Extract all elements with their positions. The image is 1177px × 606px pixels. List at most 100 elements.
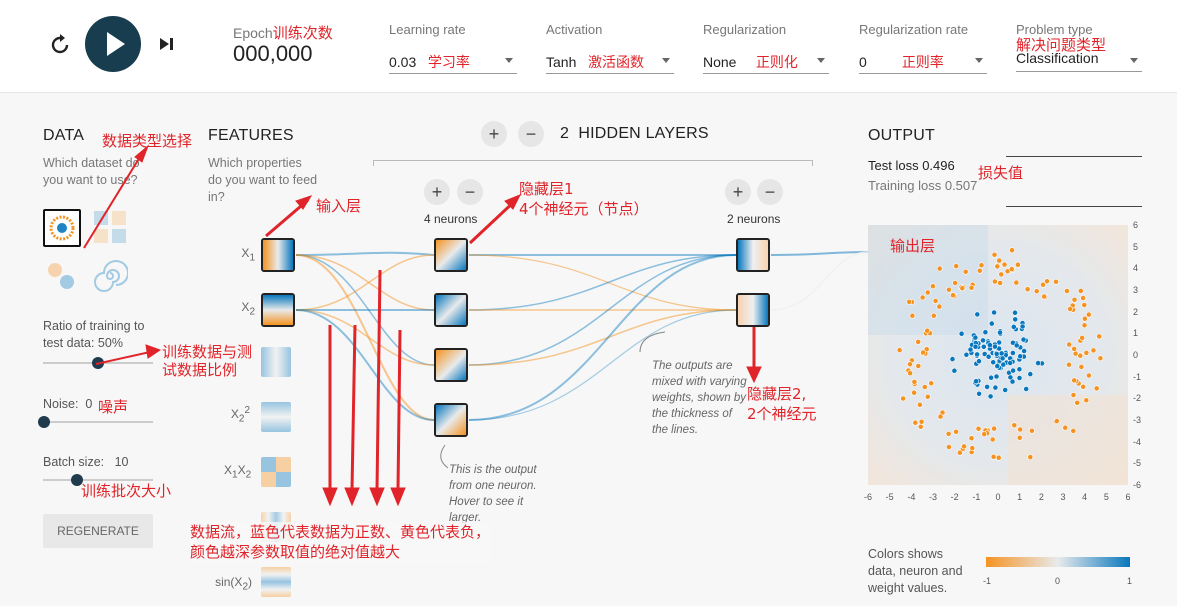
link — [295, 309, 435, 366]
hidden-neuron[interactable] — [434, 348, 468, 382]
ratio-slider-knob[interactable] — [92, 357, 104, 369]
data-point — [991, 309, 997, 316]
link — [295, 254, 435, 311]
data-point — [1009, 247, 1015, 254]
data-point — [992, 343, 998, 350]
hidden-neuron[interactable] — [434, 403, 468, 437]
data-point — [980, 343, 987, 350]
regularization-rate-value[interactable]: 0 正则率 — [859, 52, 987, 74]
feature-x1-squared[interactable] — [261, 347, 291, 377]
data-point — [953, 263, 960, 269]
batch-slider-knob[interactable] — [71, 474, 83, 486]
feature-label-x1x2: X1X2 — [224, 463, 252, 481]
neuron-output-marker — [466, 307, 468, 315]
data-point — [993, 373, 1000, 380]
play-icon — [107, 32, 125, 56]
output-layer-annotation: 输出层 — [890, 237, 936, 255]
data-point — [997, 280, 1003, 286]
activation-select[interactable]: Activation Tanh 激活函数 — [546, 22, 674, 74]
y-tick-label: -1 — [1133, 371, 1142, 382]
feature-sin-x2[interactable] — [261, 567, 291, 597]
neuron-output-marker — [768, 307, 770, 315]
problem-type-value[interactable]: Classification — [1016, 50, 1142, 72]
y-tick-label: 0 — [1133, 350, 1139, 360]
data-point — [951, 367, 958, 374]
output-plot[interactable] — [868, 225, 1128, 485]
noise-slider-knob[interactable] — [38, 416, 50, 428]
epoch-annotation: 训练次数 — [272, 24, 333, 42]
data-point — [917, 401, 923, 408]
regularization-select[interactable]: Regularization None 正则化 — [703, 22, 829, 74]
hidden-neuron[interactable] — [736, 238, 770, 272]
learning-rate-select[interactable]: Learning rate 0.03 学习率 — [389, 22, 517, 74]
data-point — [1044, 278, 1050, 285]
data-point — [920, 349, 926, 356]
regularization-value[interactable]: None 正则化 — [703, 52, 829, 74]
data-point — [1085, 372, 1092, 379]
data-point — [1097, 355, 1104, 362]
data-point — [974, 311, 981, 318]
hidden-neuron[interactable] — [736, 293, 770, 327]
data-title: DATA — [43, 127, 85, 144]
batch-label: Batch size: 10 — [43, 455, 129, 469]
data-point — [984, 383, 990, 390]
data-point — [1011, 422, 1018, 429]
dataset-xor[interactable] — [92, 209, 128, 245]
dataset-spiral[interactable] — [92, 258, 129, 294]
data-point — [1010, 324, 1017, 330]
link — [468, 254, 737, 366]
data-point — [1040, 281, 1046, 288]
y-tick-label: 4 — [1133, 263, 1139, 274]
feature-x1x2[interactable] — [261, 457, 291, 487]
dataflow-annotation: 数据流，蓝色代表数据为正数、黄色代表负，颜色越深参数取值的绝对值越大 — [190, 522, 491, 562]
data-point — [912, 419, 919, 426]
data-point — [969, 445, 976, 451]
noise-slider[interactable] — [43, 421, 153, 423]
data-point — [1016, 375, 1023, 381]
data-point — [1071, 296, 1078, 303]
step-icon[interactable] — [158, 36, 176, 52]
remove-layer-button[interactable]: − — [518, 121, 544, 147]
data-point — [1071, 346, 1078, 352]
regularization-rate-select[interactable]: Regularization rate 0 正则率 — [859, 22, 987, 74]
x-tick-label: -2 — [950, 492, 959, 502]
activation-value[interactable]: Tanh 激活函数 — [546, 52, 674, 74]
learning-rate-value[interactable]: 0.03 学习率 — [389, 52, 517, 74]
problem-type-label: Problem type — [1016, 22, 1093, 37]
data-point — [1024, 286, 1031, 293]
batch-slider[interactable] — [43, 479, 153, 481]
link — [295, 254, 435, 366]
data-point — [928, 380, 935, 387]
neuron-output-marker — [768, 252, 770, 260]
regenerate-button[interactable]: REGENERATE — [43, 514, 153, 548]
hidden-neuron[interactable] — [434, 293, 468, 327]
play-button[interactable] — [85, 16, 141, 72]
loss-annotation: 损失值 — [978, 164, 1024, 182]
dataset-gaussian[interactable] — [43, 258, 79, 294]
data-point — [1096, 333, 1103, 340]
regularization-annotation: 正则化 — [755, 55, 798, 71]
layer1-remove-neuron-button[interactable]: − — [457, 179, 483, 205]
problem-type-select[interactable]: Problem type 解决问题类型 Classification — [1016, 22, 1142, 72]
add-layer-button[interactable]: + — [481, 121, 507, 147]
layer2-remove-neuron-button[interactable]: − — [757, 179, 783, 205]
dataset-circle[interactable] — [43, 209, 81, 247]
layer1-add-neuron-button[interactable]: + — [424, 179, 450, 205]
decision-region — [1008, 395, 1128, 485]
feature-x2-squared[interactable] — [261, 402, 291, 432]
feature-x1[interactable] — [261, 238, 295, 272]
layer2-add-neuron-button[interactable]: + — [725, 179, 751, 205]
hidden-neuron[interactable] — [434, 238, 468, 272]
link — [468, 309, 737, 366]
data-point — [1021, 348, 1027, 354]
link — [770, 251, 869, 311]
reset-icon[interactable] — [49, 34, 71, 56]
data-point — [1062, 424, 1069, 431]
data-point — [1013, 279, 1020, 286]
data-point — [967, 346, 974, 353]
data-point — [975, 425, 982, 432]
feature-x2[interactable] — [261, 293, 295, 327]
y-tick-label: -6 — [1133, 480, 1142, 490]
activation-label: Activation — [546, 22, 603, 37]
